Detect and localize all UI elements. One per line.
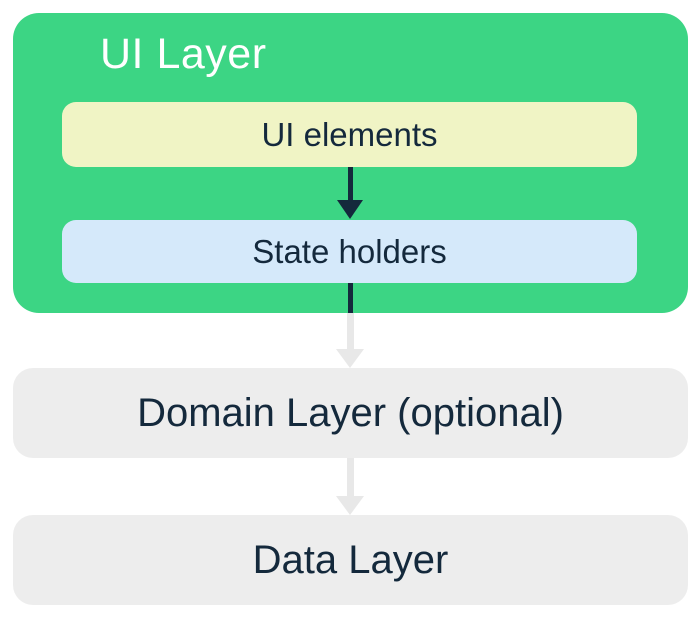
arrow-state-holders-to-domain-light-stem <box>347 313 354 349</box>
arrow-state-holders-to-domain-head <box>336 349 364 368</box>
arrow-domain-to-data-head <box>336 496 364 515</box>
domain-layer-label: Domain Layer (optional) <box>137 390 564 435</box>
arrow-state-holders-to-domain-dark-stem <box>348 283 353 313</box>
arrow-ui-elements-to-state-holders-head <box>337 200 363 219</box>
ui-layer-title: UI Layer <box>100 30 267 78</box>
domain-layer-node: Domain Layer (optional) <box>13 368 688 458</box>
arrow-domain-to-data-stem <box>347 458 354 497</box>
arrow-ui-elements-to-state-holders-stem <box>348 167 353 201</box>
ui-elements-label: UI elements <box>261 115 438 153</box>
data-layer-node: Data Layer <box>13 515 688 605</box>
ui-layer-container: UI Layer UI elements State holders <box>13 13 688 313</box>
data-layer-label: Data Layer <box>252 537 449 582</box>
state-holders-node: State holders <box>62 220 637 283</box>
state-holders-label: State holders <box>252 232 447 270</box>
ui-elements-node: UI elements <box>62 102 637 167</box>
